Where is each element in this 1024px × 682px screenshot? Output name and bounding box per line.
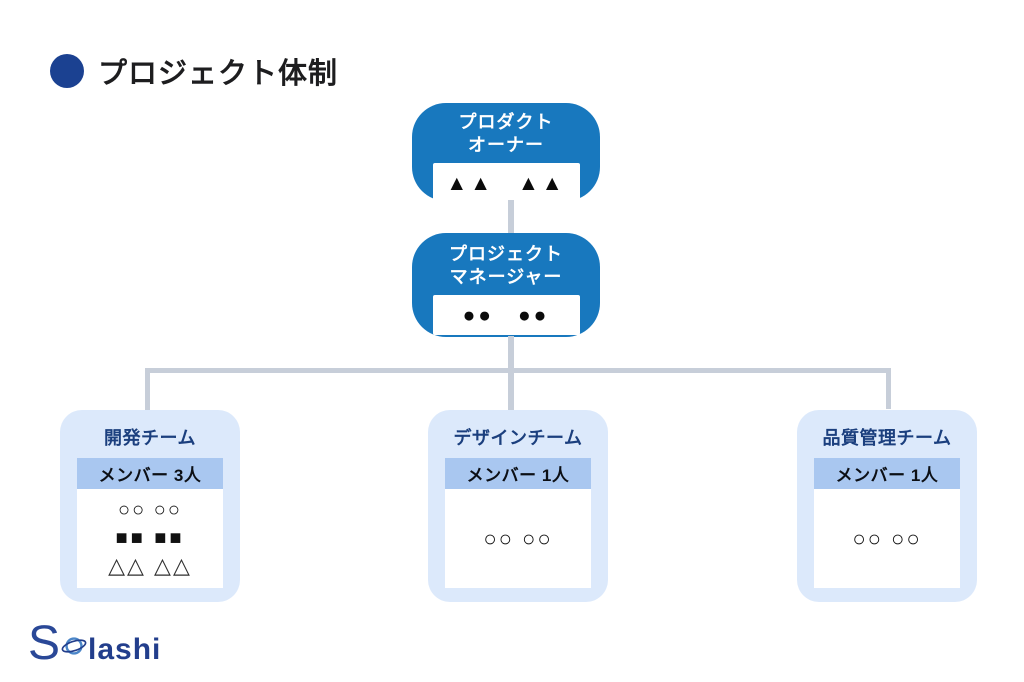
member-row-circles: ○○ ○○ — [483, 525, 553, 551]
logo-letter-s: S — [28, 617, 61, 670]
member-badge: ▲▲ ▲▲ — [432, 163, 580, 203]
member-count-band: メンバー 1人 — [814, 458, 960, 489]
bullet-circle-icon — [50, 54, 84, 88]
team-card-design: デザインチーム メンバー 1人 ○○ ○○ — [428, 410, 608, 602]
connector-drop-qa — [886, 368, 891, 409]
connector-po-pm — [508, 200, 514, 234]
connector-drop-design — [508, 368, 514, 412]
page-title: プロジェクト体制 — [98, 58, 339, 90]
member-symbols: ▲▲ ▲▲ — [446, 171, 566, 195]
member-count-band: メンバー 3人 — [77, 458, 223, 489]
member-symbols: ●● ●● — [462, 303, 550, 327]
team-panel: メンバー 3人 ○○ ○○ ■■ ■■ △△ △△ — [77, 458, 223, 588]
connector-horizontal — [145, 368, 891, 373]
node-product-owner: プロダクト オーナー ▲▲ ▲▲ — [412, 103, 600, 203]
team-card-qa: 品質管理チーム メンバー 1人 ○○ ○○ — [797, 410, 977, 602]
team-panel: メンバー 1人 ○○ ○○ — [814, 458, 960, 588]
team-member-symbols: ○○ ○○ — [814, 489, 960, 588]
node-label-line1: プロジェクト — [449, 244, 563, 264]
team-title: 開発チーム — [104, 428, 196, 448]
member-row-triangles: △△ △△ — [108, 552, 192, 578]
node-label-line1: プロダクト — [458, 112, 554, 132]
member-row-circles: ○○ ○○ — [118, 499, 182, 522]
connector-pm-stem — [508, 336, 514, 370]
node-project-manager: プロジェクト マネージャー ●● ●● — [412, 233, 600, 337]
team-title: デザインチーム — [453, 428, 583, 448]
team-member-symbols: ○○ ○○ — [445, 489, 591, 588]
member-badge: ●● ●● — [432, 295, 580, 335]
node-label-line2: オーナー — [468, 135, 544, 155]
member-row-squares: ■■ ■■ — [115, 526, 185, 549]
connector-drop-dev — [145, 368, 150, 412]
team-card-dev: 開発チーム メンバー 3人 ○○ ○○ ■■ ■■ △△ △△ — [60, 410, 240, 602]
team-member-symbols: ○○ ○○ ■■ ■■ △△ △△ — [77, 489, 223, 588]
page-title-row: プロジェクト体制 — [50, 50, 338, 92]
logo-text-rest: lashi — [88, 633, 162, 666]
planet-swirl-icon — [61, 637, 87, 655]
solashi-logo: S lashi — [28, 620, 161, 668]
node-label-line2: マネージャー — [449, 267, 563, 287]
member-count-band: メンバー 1人 — [445, 458, 591, 489]
member-row-circles: ○○ ○○ — [852, 525, 922, 551]
team-title: 品質管理チーム — [822, 428, 952, 448]
team-panel: メンバー 1人 ○○ ○○ — [445, 458, 591, 588]
